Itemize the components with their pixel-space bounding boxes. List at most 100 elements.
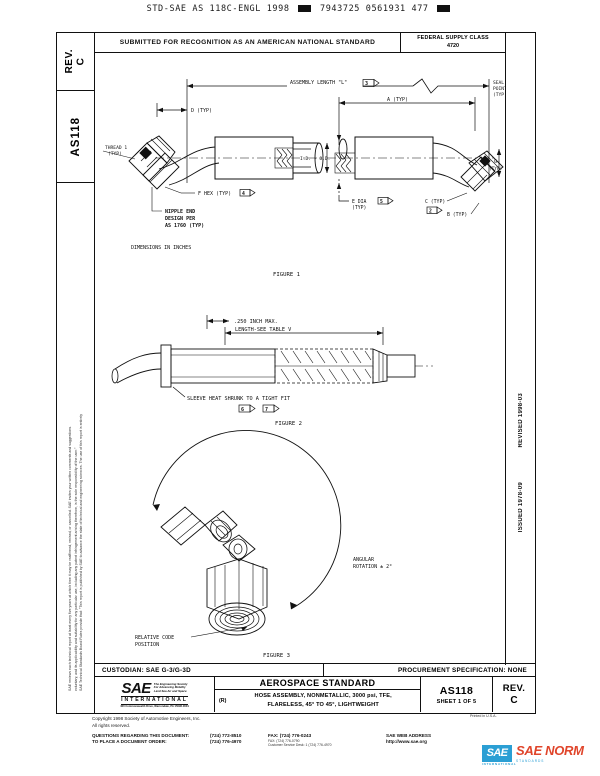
right-spine: REVISED 1998-03 ISSUED 1978-09 [505,33,535,665]
label-relative-2: POSITION [135,642,159,648]
scan-header-std: STD-SAE AS 118C-ENGL 1998 [146,4,290,14]
federal-supply-class-box: FEDERAL SUPPLY CLASS 4720 [401,33,505,53]
printed-in-usa: Printed in U.S.A. [470,714,497,718]
fsc-label: FEDERAL SUPPLY CLASS [417,35,489,42]
note-flag-4: 4 [242,191,245,197]
title-block: CUSTODIAN: SAE G-3/G-3D PROCUREMENT SPEC… [95,663,535,713]
label-dim-d: D (TYP) [191,108,212,114]
note-flag-2: 2 [429,209,432,215]
label-seal-point-2: POINT [493,86,505,92]
label-table-v: LENGTH-SEE TABLE V [235,327,291,333]
label-250-max: .250 INCH MAX. [234,319,278,325]
barcode-block-left [298,5,312,12]
hose-braid-right [334,152,356,174]
label-dim-g: G [494,159,497,165]
sae-address: 400 Commonwealth Drive, Warrendale, PA 1… [120,705,189,709]
copyright-line-1: Copyright 1998 Society of Automotive Eng… [92,716,201,721]
label-nipple-3: AS 1760 (TYP) [165,223,204,229]
label-angular-1: ANGULAR [353,557,375,563]
label-id-od: I.D. - O.D. [300,156,330,162]
revision-mark: (R) [219,697,227,704]
spine-rev-label: REV. [64,49,75,74]
sae-logo-cell: SAE The Engineering Society For Advancin… [95,677,215,712]
document-frame: REV. C AS118 SAE reviews each technical … [56,32,536,714]
right-fitting-45deg [460,150,504,192]
scan-header-code: 7943725 0561931 477 [320,4,429,14]
label-dim-c: C (TYP) [425,199,445,205]
aerospace-standard-title: AEROSPACE STANDARD [215,677,420,690]
spine-revision-box: REV. C [57,33,94,91]
label-nipple-2: DESIGN PER [165,216,196,222]
label-nipple-1: NIPPLE END [165,209,195,215]
label-dim-b: B (TYP) [447,212,467,218]
spine-document-number: AS118 [69,116,82,157]
scan-header-line: STD-SAE AS 118C-ENGL 1998 7943725 056193… [0,4,600,14]
figure-3-group: ANGULAR ROTATION ± 2° RELATIVE CODE POSI… [135,430,392,659]
label-dim-e: E DIA [352,199,367,205]
legal-line-1: SAE Technical Standards Board Rules prov… [79,413,84,691]
label-dim-f: F HEX (TYP) [198,191,231,197]
left-fitting-45deg [128,135,180,190]
label-dim-e-typ: (TYP) [352,205,366,211]
questions-label: QUESTIONS REGARDING THIS DOCUMENT: [92,733,189,739]
title-block-rev-label: REV. [502,683,526,694]
copyright-line-2: All rights reserved. [92,722,131,728]
caption-figure-2: FIGURE 2 [275,421,302,427]
web-url[interactable]: http://www.sae.org [386,738,427,744]
top-banner: SUBMITTED FOR RECOGNITION AS AN AMERICAN… [95,33,505,53]
sae-international-label: INTERNATIONAL [121,696,188,705]
label-units: DIMENSIONS IN INCHES [131,245,191,251]
sae-norm-international: INTERNATIONAL [482,762,517,766]
page-footer: Copyright 1998 Society of Automotive Eng… [92,716,512,748]
sae-tag-line1: The Engineering Society [153,682,188,687]
label-dim-a: A (TYP) [387,97,408,103]
label-relative-1: RELATIVE CODE [135,635,174,641]
figure-2-group: .250 INCH MAX. LENGTH-SEE TABLE V [111,315,433,427]
sae-norm-watermark: SAE SAE NORM STANDARDS [482,744,584,763]
sae-tag-line3: Land Sea Air and Space [153,688,187,693]
title-block-row-main: SAE The Engineering Society For Advancin… [95,677,535,712]
sae-norm-badge: SAE [482,744,512,762]
caption-figure-3: FIGURE 3 [263,653,290,659]
custodian-field: CUSTODIAN: SAE G-3/G-3D [95,664,324,676]
questions-phone: (724) 772-8510 [210,733,242,739]
order-phone: (724) 776-4970 [210,738,242,744]
document-number-cell: AS118 SHEET 1 OF 5 [421,677,493,712]
sae-tag-line2: For Advancing Mobility [153,685,186,690]
label-angular-2: ROTATION ± 2° [353,564,392,570]
title-block-rev-value: C [510,695,518,706]
revised-date: REVISED 1998-03 [517,393,524,448]
sae-norm-subtitle: STANDARDS [516,758,545,763]
caption-figure-1: FIGURE 1 [273,272,300,278]
legal-line-3: SAE reviews each technical report at lea… [68,425,73,691]
description-line-1: HOSE ASSEMBLY, NONMETALLIC, 3000 psi, TF… [254,693,392,700]
note-flag-5: 5 [380,199,383,205]
figure-1-group: ASSEMBLY LENGTH "L" 3 SEAL POINT (TYP) D… [102,78,505,278]
revision-cell: REV. C [493,677,535,712]
left-spine: REV. C AS118 SAE reviews each technical … [57,33,95,713]
web-label: SAE WEB ADDRESS [386,733,432,739]
fitting-elbow-joint [222,534,256,562]
hose-braid-left [274,147,294,169]
title-block-doc-number: AS118 [439,684,474,697]
label-sleeve-note: SLEEVE HEAT SHRUNK TO A TIGHT FIT [187,396,290,402]
spine-rev-value: C [75,57,87,66]
legal-line-2: voluntary, and its applicability and sui… [73,447,78,691]
sae-logo-mark: SAE [121,679,151,697]
note-flag-3: 3 [365,81,368,87]
description-line-2: FLARELESS, 45° TO 45°, LIGHTWEIGHT [267,702,379,708]
procurement-spec-field: PROCUREMENT SPECIFICATION: NONE [397,666,527,674]
label-thread1: THREAD 1 [105,145,127,151]
sheet-number: SHEET 1 OF 5 [436,698,477,705]
fax-sub-line-2: Customer Service Desk: 1 (724) 776-4970 [268,743,332,748]
note-flag-7: 7 [265,407,268,413]
standard-description-cell: AEROSPACE STANDARD (R) HOSE ASSEMBLY, NO… [215,677,421,712]
label-seal-point-3: (TYP) [493,92,505,98]
sae-logo-tagline: The Engineering Society For Advancing Mo… [153,682,188,693]
label-assembly-length: ASSEMBLY LENGTH "L" [290,80,347,86]
drawing-canvas: ASSEMBLY LENGTH "L" 3 SEAL POINT (TYP) D… [95,53,505,663]
footer-contact-grid: QUESTIONS REGARDING THIS DOCUMENT: (724)… [92,733,512,747]
label-seal-point-1: SEAL [493,80,504,86]
barcode-block-right [437,5,451,12]
